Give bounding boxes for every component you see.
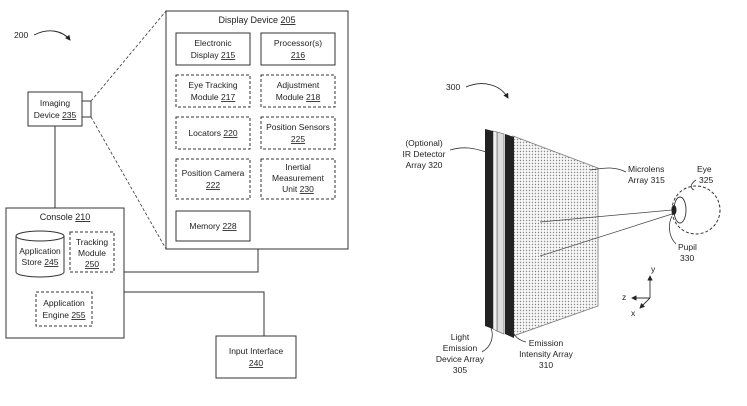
adjustment-box bbox=[260, 74, 336, 108]
projection-line-bottom bbox=[90, 116, 167, 250]
tracking-module-num: 250 bbox=[85, 259, 99, 269]
console-display-link bbox=[124, 249, 259, 273]
app-store-label-2: Store 245 bbox=[22, 257, 59, 267]
fig300-ref: 300 bbox=[446, 82, 460, 92]
processors-box bbox=[260, 32, 336, 66]
light-emission-label-4: 305 bbox=[453, 365, 467, 375]
eye-circle bbox=[671, 185, 721, 235]
console-input-link bbox=[124, 291, 265, 336]
ir-detector-label-3: Array 320 bbox=[406, 160, 443, 170]
tracking-module-box bbox=[69, 231, 115, 273]
console-title: Console 210 bbox=[40, 212, 91, 222]
ir-detector-label-2: IR Detector bbox=[403, 149, 446, 159]
figure-200: 200 Display Device 205 Electronic Displa… bbox=[5, 10, 349, 379]
input-interface-box bbox=[215, 335, 297, 379]
y-axis-label: y bbox=[651, 264, 656, 274]
light-emission-label-2: Emission bbox=[443, 343, 478, 353]
position-camera-box bbox=[175, 158, 251, 200]
pupil bbox=[671, 205, 677, 215]
imaging-device-lens bbox=[81, 100, 92, 118]
emission-intensity-leader bbox=[511, 329, 527, 343]
figure-300: 300 (Optional) IR Detector Array 320 Mic… bbox=[403, 82, 721, 375]
locators-label: Locators 220 bbox=[188, 128, 237, 138]
imu-label-3: Unit 230 bbox=[282, 184, 314, 194]
emission-intensity-array bbox=[505, 134, 514, 338]
microlens-label-2: Array 315 bbox=[628, 175, 665, 185]
memory-label: Memory 228 bbox=[189, 221, 237, 231]
electronic-display-box bbox=[175, 32, 251, 66]
processors-num: 216 bbox=[291, 50, 305, 60]
microlens-leader bbox=[589, 167, 627, 173]
imu-label-2: Measurement bbox=[272, 173, 325, 183]
light-emission-label-3: Device Array bbox=[436, 354, 485, 364]
eye-leader bbox=[690, 179, 697, 191]
microlens-array bbox=[512, 135, 599, 337]
position-camera-num: 222 bbox=[206, 180, 220, 190]
app-engine-box bbox=[35, 291, 93, 327]
imaging-device-label-1: Imaging bbox=[40, 98, 71, 108]
pupil-label-1: Pupil bbox=[678, 242, 697, 252]
ray-lower bbox=[539, 213, 673, 257]
input-interface-label: Input Interface bbox=[229, 346, 284, 356]
emission-intensity-label-2: Intensity Array bbox=[519, 349, 574, 359]
emission-intensity-label-1: Emission bbox=[529, 338, 564, 348]
light-emission-label-1: Light bbox=[451, 332, 470, 342]
app-store-label-1: Application bbox=[19, 246, 61, 256]
input-interface-num: 240 bbox=[249, 358, 263, 368]
x-axis-label: x bbox=[631, 308, 636, 318]
position-camera-label: Position Camera bbox=[182, 168, 245, 178]
z-axis-label: z bbox=[622, 292, 626, 302]
eye-tracking-label-1: Eye Tracking bbox=[188, 80, 237, 90]
projection-line-top bbox=[90, 10, 167, 102]
app-engine-label-1: Application bbox=[43, 298, 85, 308]
ir-detector-array bbox=[485, 129, 493, 329]
electronic-display-label-1: Electronic bbox=[194, 38, 232, 48]
imu-box bbox=[260, 158, 336, 200]
tracking-module-label-2: Module bbox=[78, 248, 106, 258]
locators-box bbox=[175, 116, 251, 150]
pupil-label-2: 330 bbox=[680, 253, 694, 263]
eye-label-2: 325 bbox=[699, 175, 713, 185]
tracking-module-label-1: Tracking bbox=[76, 237, 109, 247]
electronic-display-label-2: Display 215 bbox=[191, 50, 236, 60]
imaging-device-label-2: Device 235 bbox=[34, 110, 77, 120]
fig200-arrow bbox=[33, 30, 71, 41]
fig200-ref: 200 bbox=[14, 30, 28, 40]
emission-intensity-label-3: 310 bbox=[539, 360, 553, 370]
position-sensors-num: 225 bbox=[291, 134, 305, 144]
diffuser-layer bbox=[492, 130, 498, 332]
processors-label: Processor(s) bbox=[274, 38, 322, 48]
microlens-label-1: Microlens bbox=[628, 164, 664, 174]
eye-tracking-box bbox=[175, 74, 251, 108]
intermediate-layer bbox=[496, 131, 505, 335]
ir-detector-leader bbox=[449, 147, 487, 153]
eye-tracking-label-2: Module 217 bbox=[191, 92, 236, 102]
fig300-arrow bbox=[465, 83, 509, 99]
imu-label-1: Inertial bbox=[285, 162, 311, 172]
imaging-device-box bbox=[27, 91, 83, 127]
x-axis-arrow bbox=[639, 297, 651, 309]
display-device-title: Display Device 205 bbox=[218, 15, 295, 25]
adjustment-label-1: Adjustment bbox=[277, 80, 320, 90]
position-sensors-label: Position Sensors bbox=[266, 122, 330, 132]
ray-upper bbox=[539, 209, 673, 223]
app-store-cylinder bbox=[15, 230, 65, 278]
adjustment-label-2: Module 218 bbox=[276, 92, 321, 102]
app-engine-label-2: Engine 255 bbox=[42, 310, 85, 320]
eye-label-1: Eye bbox=[697, 164, 712, 174]
coordinate-axes: y z x bbox=[622, 264, 656, 318]
memory-box bbox=[175, 210, 251, 242]
ir-detector-label-1: (Optional) bbox=[405, 138, 442, 148]
light-emission-leader bbox=[481, 327, 493, 353]
pupil-leader bbox=[668, 215, 677, 245]
position-sensors-box bbox=[260, 116, 336, 150]
